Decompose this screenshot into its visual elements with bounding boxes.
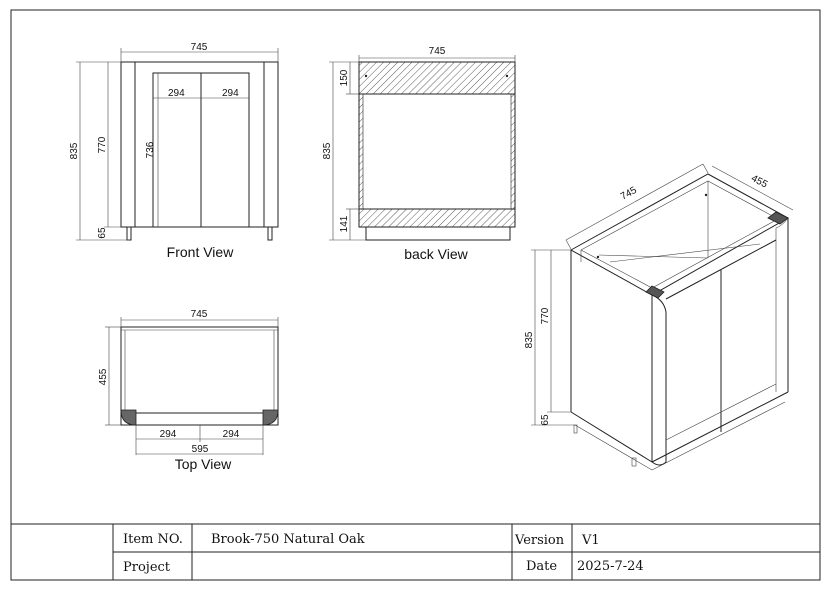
top-view-caption: Top View bbox=[175, 456, 232, 472]
sheet-border bbox=[10, 9, 821, 581]
back-bottom-rail-dim: 141 bbox=[339, 215, 350, 232]
front-leg-left bbox=[126, 226, 132, 241]
version-value: V1 bbox=[581, 533, 600, 548]
front-door-height-dim: 736 bbox=[145, 141, 156, 158]
iso-width-dim: 745 bbox=[619, 185, 639, 203]
front-leg-height-dim: 65 bbox=[97, 227, 108, 239]
back-view-caption: back View bbox=[404, 246, 468, 262]
date-value: 2025-7-24 bbox=[577, 559, 644, 574]
front-leg-right bbox=[267, 226, 273, 241]
front-door-right-dim: 294 bbox=[222, 88, 239, 99]
iso-corner-right bbox=[767, 211, 789, 225]
back-plinth bbox=[365, 226, 511, 241]
item-no-label: Item NO. bbox=[123, 532, 183, 547]
title-block: Item NO. Brook-750 Natural Oak Version V… bbox=[11, 523, 820, 580]
front-view-caption: Front View bbox=[167, 244, 235, 260]
version-label: Version bbox=[514, 533, 565, 548]
front-width-dim: 745 bbox=[191, 42, 208, 53]
back-bottom-rail bbox=[358, 208, 516, 228]
iso-corner-left bbox=[645, 285, 665, 299]
front-body-height-dim: 770 bbox=[97, 136, 108, 153]
iso-leg-height-dim: 65 bbox=[540, 414, 551, 426]
back-total-height-dim: 835 bbox=[322, 142, 333, 159]
front-total-height-dim: 835 bbox=[69, 142, 80, 159]
top-door-right-dim: 294 bbox=[223, 429, 240, 440]
back-view: 745 835 150 141 back View bbox=[322, 46, 516, 262]
item-no-value: Brook-750 Natural Oak bbox=[211, 532, 365, 547]
iso-body-height-dim: 770 bbox=[540, 307, 551, 324]
date-label: Date bbox=[526, 559, 557, 574]
top-cabinet-outline bbox=[120, 326, 279, 426]
top-corner-left bbox=[120, 409, 137, 426]
top-inner-width-dim: 595 bbox=[192, 444, 209, 455]
back-top-rail bbox=[358, 61, 516, 95]
top-door-left-dim: 294 bbox=[160, 429, 177, 440]
top-corner-right bbox=[262, 409, 279, 426]
front-door-left-dim: 294 bbox=[168, 88, 185, 99]
back-top-rail-dim: 150 bbox=[339, 69, 350, 86]
iso-top-rim bbox=[569, 173, 790, 296]
front-door-right bbox=[200, 72, 250, 228]
project-label: Project bbox=[123, 560, 171, 575]
top-depth-dim: 455 bbox=[98, 368, 109, 385]
back-width-dim: 745 bbox=[429, 46, 446, 57]
top-view: 745 455 294 294 595 Top View bbox=[98, 309, 279, 472]
iso-view: 745 455 835 770 65 bbox=[524, 163, 794, 471]
front-view: 745 294 294 835 770 65 736 Front View bbox=[69, 42, 279, 260]
iso-total-height-dim: 835 bbox=[524, 331, 535, 348]
top-width-dim: 745 bbox=[191, 309, 208, 320]
